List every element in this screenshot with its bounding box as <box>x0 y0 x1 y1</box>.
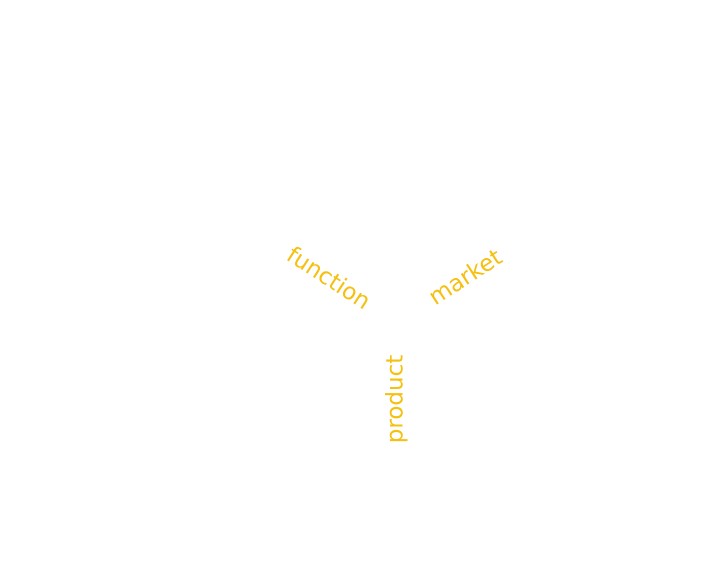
word-product: product <box>382 354 409 444</box>
word-market: market <box>424 244 508 311</box>
word-function: function <box>281 242 375 316</box>
